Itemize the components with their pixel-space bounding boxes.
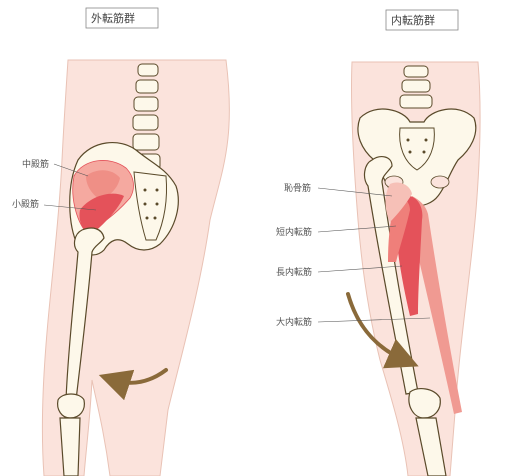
right-title: 内転筋群 xyxy=(391,13,435,27)
left-knee xyxy=(58,394,85,418)
left-figure xyxy=(42,60,229,476)
left-title: 外転筋群 xyxy=(91,11,135,25)
right-obturator-right xyxy=(431,176,449,188)
label-adductor-magnus: 大内転筋 xyxy=(276,316,312,328)
label-pectineus: 恥骨筋 xyxy=(284,182,311,194)
label-gluteus-medius: 中殿筋 xyxy=(22,158,49,170)
label-gluteus-minimus: 小殿筋 xyxy=(12,198,39,210)
right-knee xyxy=(409,389,440,418)
right-figure xyxy=(348,62,480,476)
label-adductor-brevis: 短内転筋 xyxy=(276,226,312,238)
label-adductor-longus: 長内転筋 xyxy=(276,266,312,278)
right-spine xyxy=(400,66,432,108)
left-tibia xyxy=(60,418,80,476)
